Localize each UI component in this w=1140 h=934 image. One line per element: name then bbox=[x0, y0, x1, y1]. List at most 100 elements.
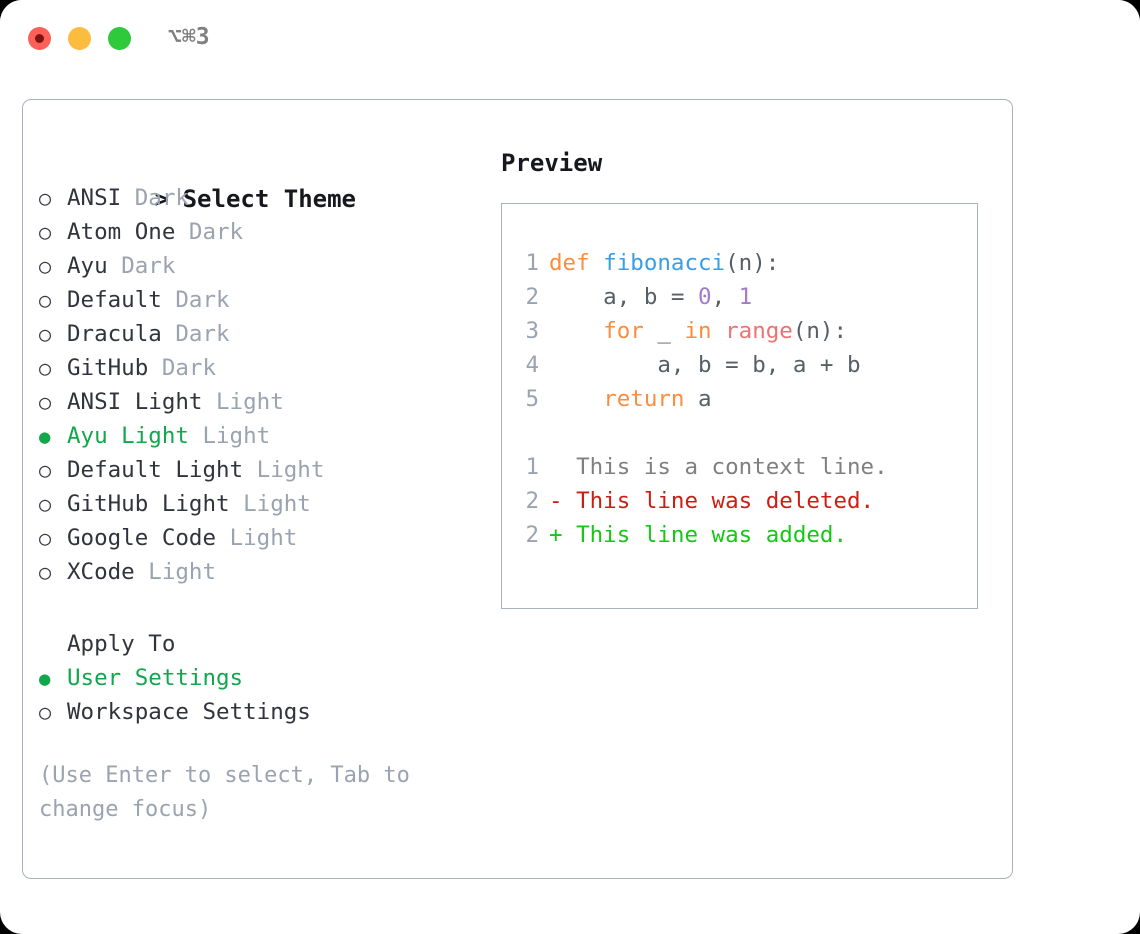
code-token: def bbox=[549, 250, 604, 276]
code-token: a bbox=[684, 386, 712, 412]
diff-text: This line was deleted. bbox=[562, 488, 875, 514]
code-token: a, b = bbox=[549, 284, 699, 310]
zoom-button[interactable] bbox=[108, 27, 131, 50]
code-token bbox=[549, 318, 603, 344]
code-line: 2 a, b = 0, 1 bbox=[513, 280, 971, 314]
theme-option-variant: Dark bbox=[175, 321, 230, 347]
line-number: 1 bbox=[525, 454, 539, 480]
code-token: (n): bbox=[792, 318, 848, 344]
theme-option-variant: Dark bbox=[121, 253, 176, 279]
theme-options: ○ANSI Dark○Atom One Dark○Ayu Dark○Defaul… bbox=[39, 181, 469, 589]
line-number: 1 bbox=[525, 250, 539, 276]
code-line: 3 for _ in range(n): bbox=[513, 314, 971, 348]
theme-option-label: Default bbox=[67, 287, 162, 313]
theme-option-ayu-light[interactable]: ●Ayu Light Light bbox=[39, 419, 469, 453]
label-gap bbox=[108, 253, 122, 279]
theme-list-column: >Select Theme ○ANSI Dark○Atom One Dark○A… bbox=[39, 145, 469, 827]
theme-option-label: Default Light bbox=[67, 457, 244, 483]
line-number: 2 bbox=[525, 284, 539, 310]
theme-option-label: Ayu bbox=[67, 253, 108, 279]
theme-option-ansi-light[interactable]: ○ANSI Light Light bbox=[39, 385, 469, 419]
window-titlebar: ⌥⌘3 bbox=[0, 0, 1140, 78]
theme-option-atom-one[interactable]: ○Atom One Dark bbox=[39, 215, 469, 249]
code-token: a, b = b, a + b bbox=[549, 352, 861, 378]
line-number: 2 bbox=[525, 522, 539, 548]
close-button[interactable] bbox=[28, 27, 51, 50]
label-gap bbox=[243, 457, 257, 483]
minimize-button[interactable] bbox=[68, 27, 91, 50]
radio-selected-icon: ● bbox=[39, 426, 51, 448]
label-gap bbox=[162, 321, 176, 347]
radio-unselected-icon: ○ bbox=[39, 458, 52, 482]
radio-unselected-icon: ○ bbox=[39, 526, 52, 550]
diff-sign bbox=[549, 454, 563, 480]
code-token: for bbox=[603, 318, 644, 344]
theme-option-label: GitHub bbox=[67, 355, 149, 381]
diff-sign: - bbox=[549, 488, 563, 514]
label-gap bbox=[135, 559, 149, 585]
theme-option-ayu[interactable]: ○Ayu Dark bbox=[39, 249, 469, 283]
radio-unselected-icon: ○ bbox=[39, 560, 52, 584]
diff-sample: 1 This is a context line. 2- This line wa… bbox=[513, 450, 971, 552]
line-number: 2 bbox=[525, 488, 539, 514]
radio-unselected-icon: ○ bbox=[39, 288, 52, 312]
close-icon bbox=[35, 34, 44, 43]
code-diff-gap bbox=[513, 416, 971, 450]
theme-option-variant: Dark bbox=[175, 287, 230, 313]
code-token: _ bbox=[643, 318, 685, 344]
theme-option-default-light[interactable]: ○Default Light Light bbox=[39, 453, 469, 487]
code-token: fibonacci bbox=[603, 250, 726, 276]
theme-option-variant: Light bbox=[216, 389, 284, 415]
line-number: 5 bbox=[525, 386, 539, 412]
theme-option-label: GitHub Light bbox=[67, 491, 230, 517]
label-gap bbox=[230, 491, 244, 517]
apply-to-header: Apply To bbox=[67, 631, 176, 657]
theme-option-default[interactable]: ○ Default Dark bbox=[39, 283, 469, 317]
diff-line: 2 + This line was added. bbox=[513, 518, 971, 552]
code-token: in bbox=[684, 318, 712, 344]
theme-option-google-code[interactable]: ○Google Code Light bbox=[39, 521, 469, 555]
diff-text: This line was added. bbox=[562, 522, 848, 548]
theme-option-variant: Light bbox=[148, 559, 217, 585]
apply-to-option-user-settings[interactable]: ● User Settings bbox=[39, 661, 469, 695]
code-token: , bbox=[711, 284, 739, 310]
theme-option-ansi[interactable]: ○ANSI Dark bbox=[39, 181, 469, 215]
apply-to-option-label: Workspace Settings bbox=[67, 699, 311, 725]
theme-option-github-light[interactable]: ○GitHub Light Light bbox=[39, 487, 469, 521]
theme-option-label: Atom One bbox=[67, 219, 176, 245]
label-gap bbox=[202, 389, 216, 415]
radio-selected-icon: ● bbox=[39, 668, 51, 690]
apply-to-option-workspace-settings[interactable]: ○Workspace Settings bbox=[39, 695, 469, 729]
theme-option-label: ANSI bbox=[67, 185, 122, 211]
theme-list-title: Select Theme bbox=[182, 185, 356, 213]
label-gap bbox=[175, 219, 189, 245]
help-spacer bbox=[39, 729, 469, 759]
apply-to-option-label: User Settings bbox=[67, 665, 244, 691]
theme-option-github[interactable]: ○ GitHub Dark bbox=[39, 351, 469, 385]
list-spacer bbox=[39, 589, 469, 627]
theme-option-variant: Dark bbox=[161, 355, 217, 381]
theme-option-label: Dracula bbox=[67, 321, 162, 347]
diff-text: This is a context line. bbox=[562, 454, 888, 480]
theme-option-label: Google Code bbox=[67, 525, 217, 551]
theme-option-xcode[interactable]: ○XCode Light bbox=[39, 555, 469, 589]
code-token: 0 bbox=[698, 284, 712, 310]
radio-unselected-icon: ○ bbox=[39, 356, 52, 380]
code-token: return bbox=[603, 386, 685, 412]
code-line: 4 a, b = b, a + b bbox=[513, 348, 971, 382]
diff-sign: + bbox=[549, 522, 563, 548]
code-token: (n): bbox=[725, 250, 780, 276]
code-token: 1 bbox=[738, 284, 753, 310]
code-token bbox=[549, 386, 603, 412]
line-number: 4 bbox=[525, 352, 539, 378]
theme-option-dracula[interactable]: ○ Dracula Dark bbox=[39, 317, 469, 351]
code-token: range bbox=[725, 318, 793, 344]
radio-unselected-icon: ○ bbox=[39, 322, 52, 346]
code-token bbox=[712, 318, 726, 344]
label-gap bbox=[121, 185, 135, 211]
radio-unselected-icon: ○ bbox=[39, 186, 52, 210]
